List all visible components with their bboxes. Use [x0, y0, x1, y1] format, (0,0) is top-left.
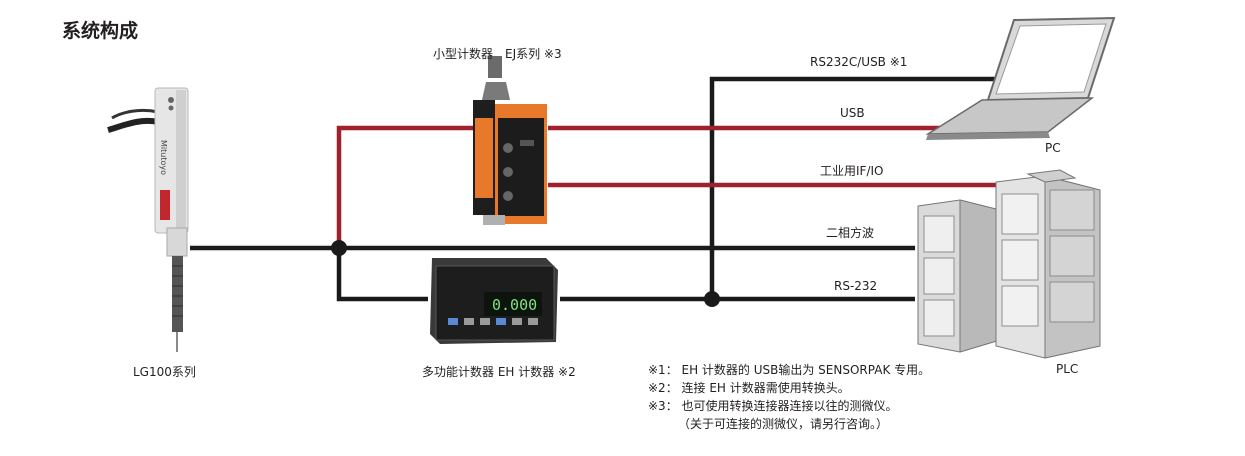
- footnotes: ※1： EH 计数器的 USB输出为 SENSORPAK 专用。 ※2： 连接 …: [648, 361, 930, 433]
- label-rs232: RS-232: [834, 279, 878, 293]
- laptop-pc-image: [925, 16, 1116, 140]
- label-usb: USB: [840, 106, 865, 120]
- label-lg100: LG100系列: [133, 365, 196, 379]
- junction-dot-right: [704, 291, 720, 307]
- plc-rack-image: [917, 169, 1101, 359]
- lg100-sensor-image: [107, 87, 189, 352]
- footnote-3: ※3： 也可使用转换连接器连接以往的测微仪。: [648, 399, 898, 413]
- footnote-3-sub: （关于可连接的测微仪，请另行咨询。）: [678, 417, 889, 431]
- label-industrial-io: 工业用IF/IO: [820, 164, 884, 178]
- label-ej-counter: 小型计数器 EJ系列 ※3: [433, 47, 562, 61]
- ej-counter-image: [473, 56, 547, 225]
- eh-counter-image: [430, 258, 558, 344]
- junction-dot-left: [331, 240, 347, 256]
- wire-to-ej-counter: [336, 125, 475, 248]
- label-rs232c-usb: RS232C/USB ※1: [810, 55, 908, 69]
- eh-counter-display: 0.000: [492, 296, 538, 314]
- sensor-brand: Mitutoyo: [159, 140, 168, 175]
- label-eh-counter: 多功能计数器 EH 计数器 ※2: [422, 365, 576, 379]
- footnote-2: ※2： 连接 EH 计数器需使用转换头。: [648, 381, 850, 395]
- label-two-phase: 二相方波: [826, 226, 875, 240]
- wire-rs232c-usb: [709, 76, 1005, 299]
- page-title: 系统构成: [62, 20, 139, 42]
- label-plc: PLC: [1056, 362, 1079, 376]
- footnote-1: ※1： EH 计数器的 USB输出为 SENSORPAK 专用。: [648, 363, 931, 377]
- label-pc: PC: [1045, 141, 1061, 155]
- wire-to-eh-counter: [336, 248, 428, 302]
